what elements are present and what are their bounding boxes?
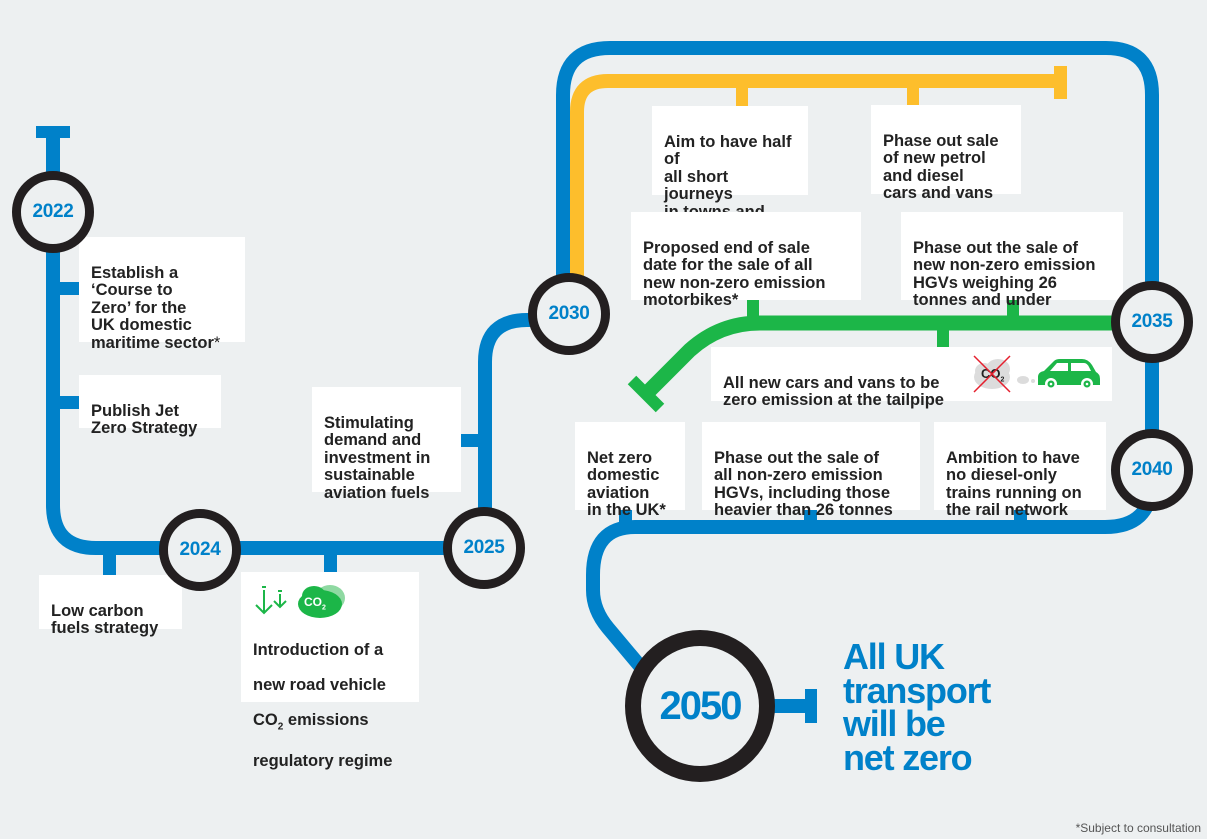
milestone-2040: 2040: [1111, 429, 1193, 511]
blue-line-start-cap: [36, 126, 70, 138]
event-hgv-26-text: Phase out the sale of new non-zero emiss…: [913, 238, 1096, 309]
milestone-2050: 2050: [625, 630, 775, 782]
event-net-zero-aviation: Net zero domestic aviation in the UK*: [575, 422, 685, 519]
footnote: *Subject to consultation: [1075, 821, 1201, 835]
event-jet-zero: Publish Jet Zero Strategy: [79, 375, 221, 437]
milestone-2024: 2024: [159, 509, 241, 591]
event-aviation-fuels: Stimulating demand and investment in sus…: [312, 387, 461, 501]
yellow-line: [570, 74, 1064, 285]
stub-hgv-all: [804, 508, 817, 530]
co2-cloud-label: CO: [304, 595, 322, 609]
event-maritime-text: Establish a ‘Course to Zero’ for the UK …: [91, 263, 214, 352]
stub-low-carbon: [103, 548, 116, 576]
co2-cloud-subscript: 2: [322, 604, 326, 612]
co2-cloud-icon: CO2: [292, 582, 348, 620]
event-short-journeys: Aim to have half of all short journeys i…: [652, 106, 808, 273]
emissions-text: emissions: [283, 710, 369, 729]
net-zero-headline: All UK transport will be net zero: [843, 636, 991, 778]
co2-text: CO: [253, 710, 278, 729]
road-co2-line1: Introduction of a: [253, 640, 384, 659]
event-jet-zero-text: Publish Jet Zero Strategy: [91, 401, 198, 437]
down-arrows-icon: [255, 586, 287, 615]
yellow-line-end-cap: [1054, 66, 1067, 99]
road-co2-line4: regulatory regime: [253, 751, 393, 770]
event-net-zero-aviation-text: Net zero domestic aviation in the UK*: [587, 448, 666, 519]
road-co2-line3: CO2 emissions: [253, 710, 407, 736]
event-diesel-trains-text: Ambition to have no diesel-only trains r…: [946, 448, 1082, 519]
event-petrol-diesel-text: Phase out sale of new petrol and diesel …: [883, 131, 999, 202]
event-low-carbon-fuels-text: Low carbon fuels strategy: [51, 601, 159, 637]
stub-road-co2: [324, 548, 337, 574]
exhaust-puffs-icon: [1017, 376, 1035, 384]
stub-motorbikes: [747, 298, 759, 324]
stub-hgv-26: [1007, 298, 1019, 324]
event-hgv-all: Phase out the sale of all non-zero emiss…: [702, 422, 920, 519]
stub-aviation-fuels: [458, 434, 486, 447]
stub-jet-zero: [53, 396, 81, 409]
stub-maritime: [53, 282, 81, 295]
event-motorbikes: Proposed end of sale date for the sale o…: [631, 212, 861, 309]
stub-diesel-trains: [1014, 508, 1027, 530]
electric-car-icon: [1038, 359, 1100, 390]
event-hgv-all-text: Phase out the sale of all non-zero emiss…: [714, 448, 893, 519]
milestone-2035: 2035: [1111, 281, 1193, 363]
event-low-carbon-fuels: Low carbon fuels strategy: [39, 575, 182, 637]
stub-net-zero-aviation: [619, 508, 632, 530]
event-aviation-fuels-text: Stimulating demand and investment in sus…: [324, 413, 431, 502]
crossed-co2-subscript: 2: [1000, 376, 1005, 384]
milestone-2025: 2025: [443, 507, 525, 589]
stub-petrol-diesel: [907, 81, 919, 106]
event-maritime: Establish a ‘Course to Zero’ for the UK …: [79, 237, 245, 351]
stub-zero-tailpipe: [937, 323, 949, 349]
blue-line-end-link: [765, 699, 805, 713]
milestone-2022: 2022: [12, 171, 94, 253]
event-hgv-26: Phase out the sale of new non-zero emiss…: [901, 212, 1123, 309]
stub-short-journeys: [736, 81, 748, 106]
milestone-2030: 2030: [528, 273, 610, 355]
event-zero-tailpipe-text: All new cars and vans to be zero emissio…: [723, 373, 944, 409]
road-co2-line2: new road vehicle: [253, 675, 386, 694]
green-line-end-cap: [627, 375, 665, 413]
event-motorbikes-text: Proposed end of sale date for the sale o…: [643, 238, 826, 309]
event-diesel-trains: Ambition to have no diesel-only trains r…: [934, 422, 1106, 519]
blue-line-end-cap: [805, 689, 817, 723]
footnote-asterisk: *: [213, 333, 221, 352]
co2-subscript: 2: [277, 720, 284, 732]
crossed-co2-icon: CO2: [970, 352, 1020, 396]
event-petrol-diesel: Phase out sale of new petrol and diesel …: [871, 105, 1021, 202]
